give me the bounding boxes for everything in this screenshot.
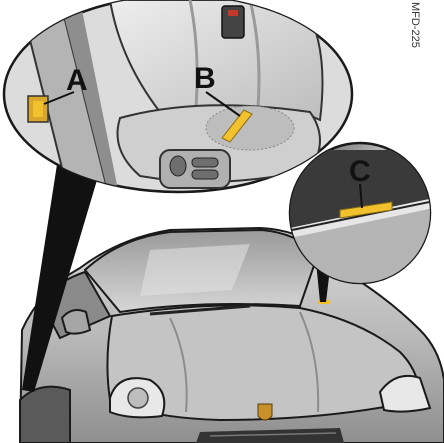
callout-label-b: B (194, 64, 216, 94)
callout-label-c: C (349, 157, 371, 187)
callout-label-a: A (66, 66, 88, 96)
figure-reference-code: MFD-225 (407, 2, 421, 42)
